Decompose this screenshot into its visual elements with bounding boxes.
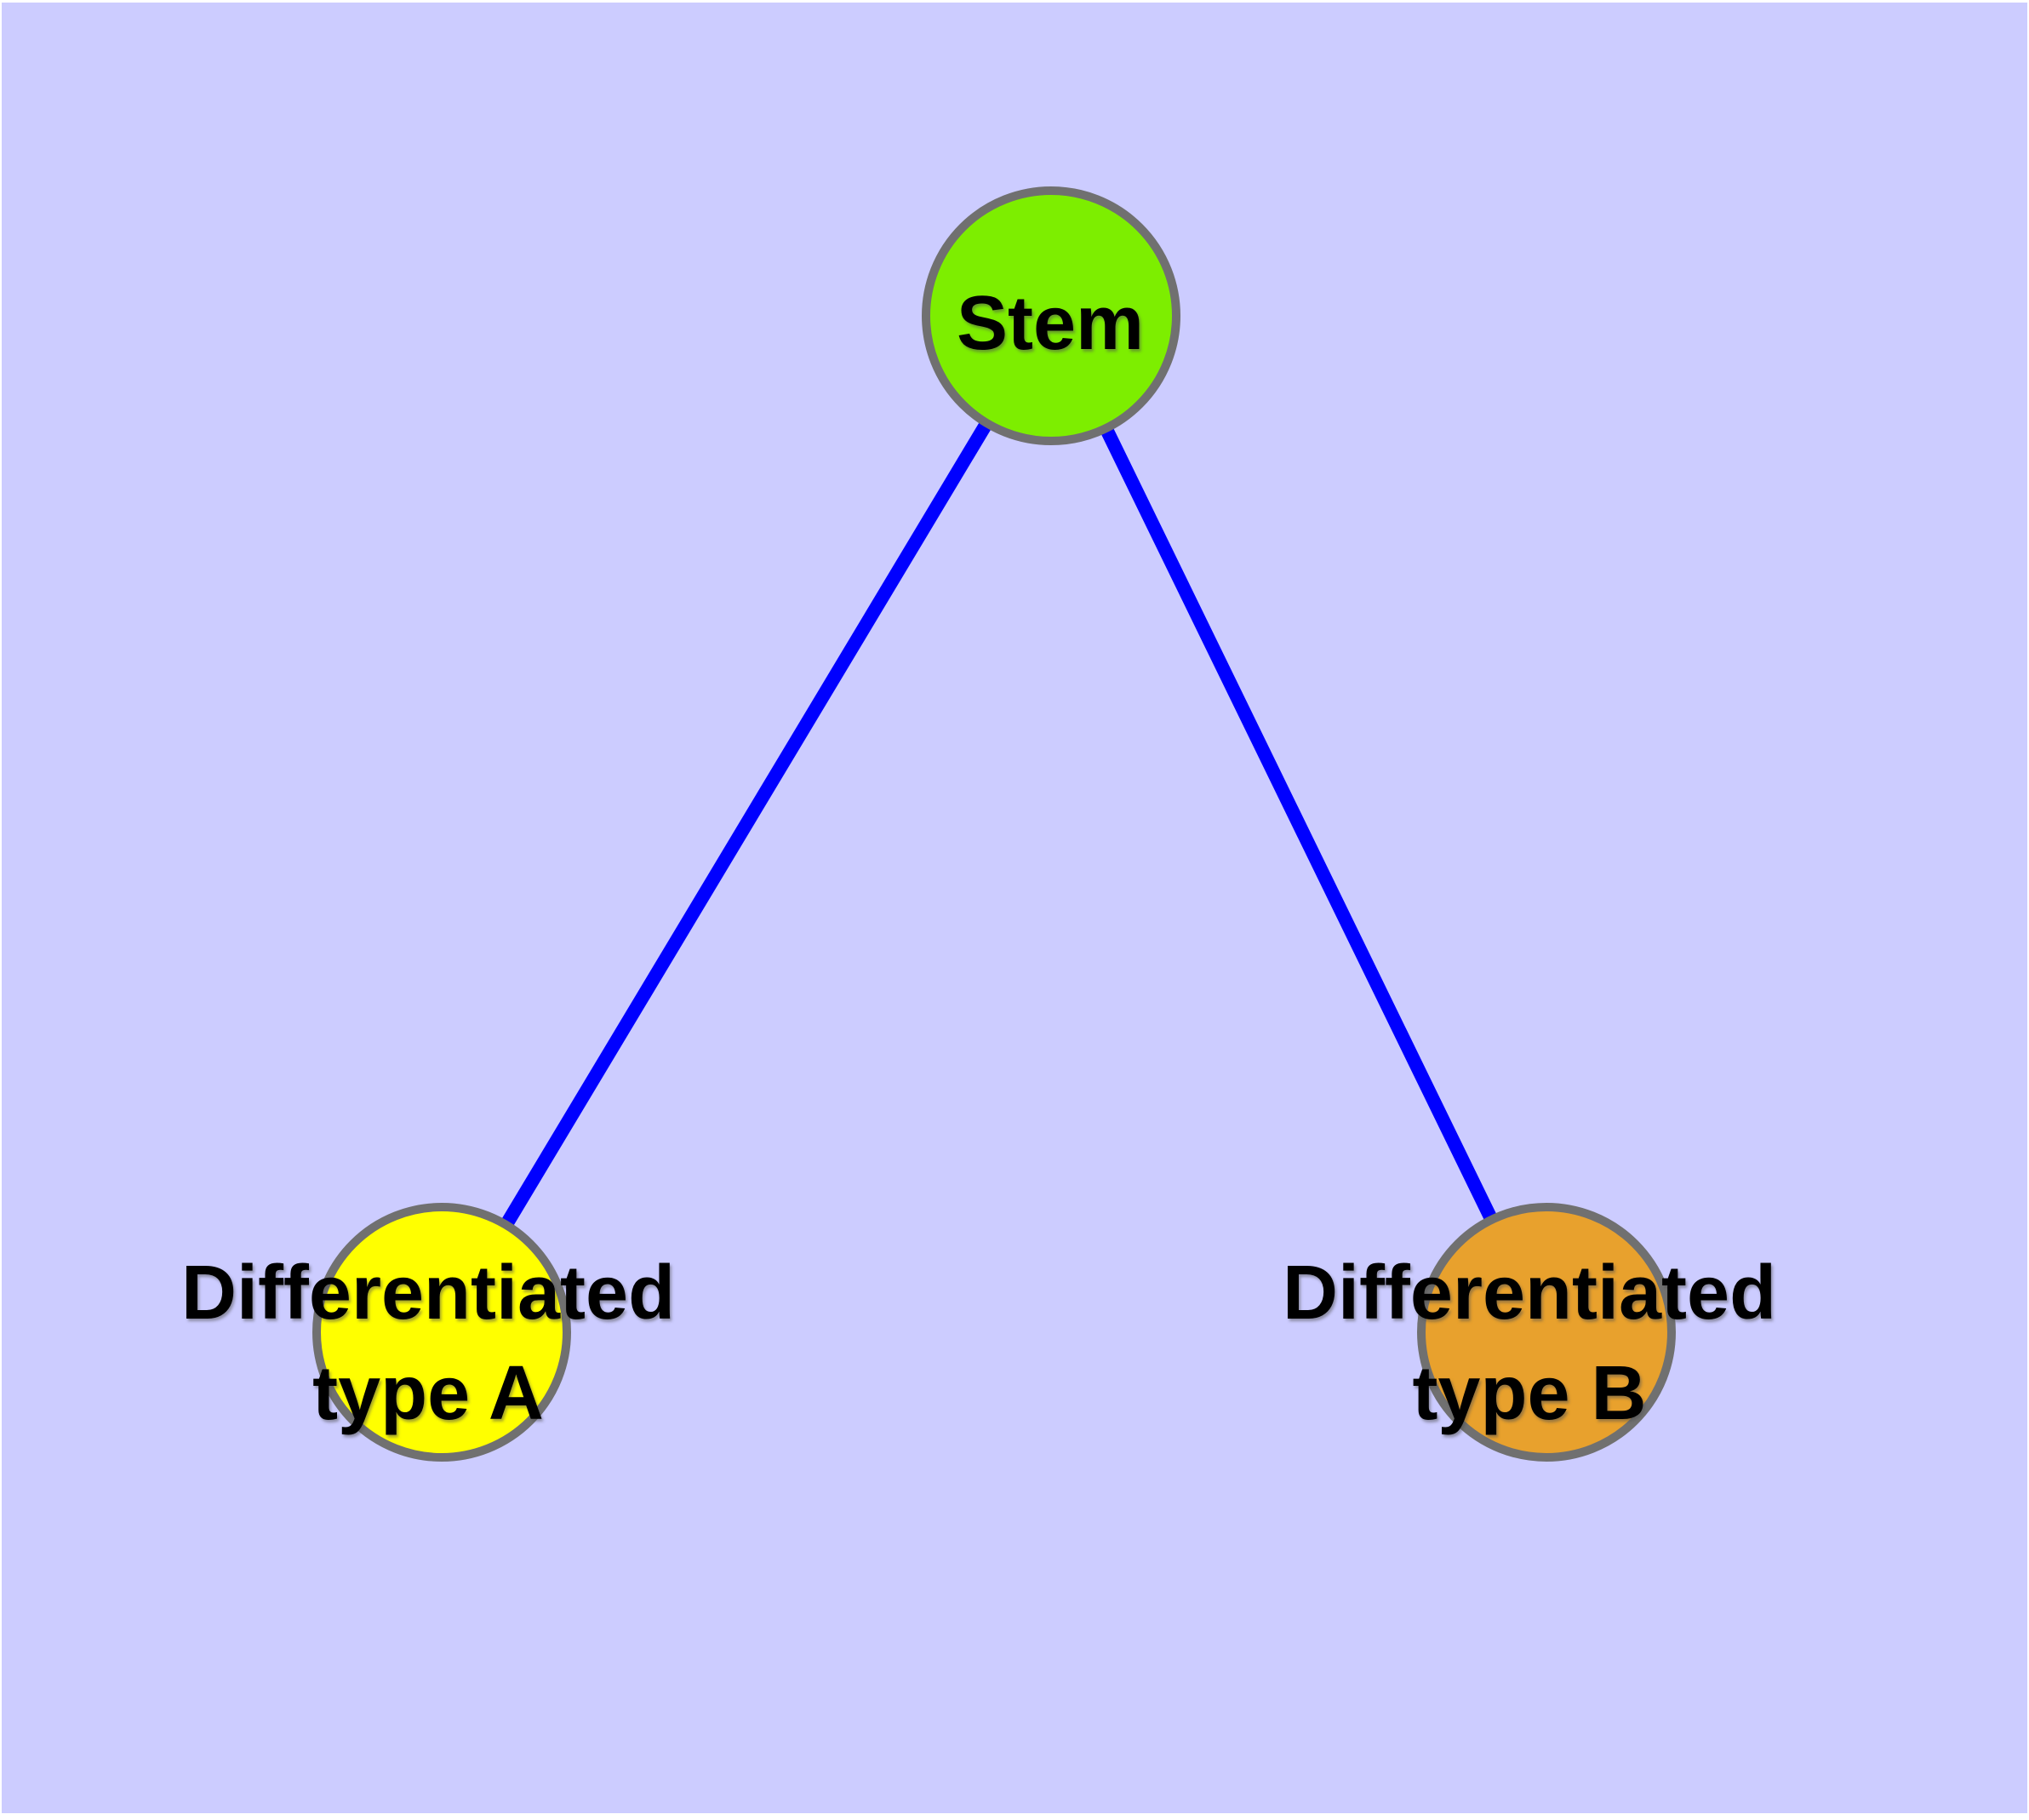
node-stem-label-line: Stem: [956, 281, 1145, 366]
node-differentiated-type-a: [312, 1203, 571, 1462]
node-differentiated-type-b: [1417, 1203, 1676, 1462]
node-type-b-label-line-2: type B: [1412, 1351, 1647, 1436]
node-type-a-label: Differentiated type A: [181, 1243, 675, 1444]
node-type-b-label: Differentiated type B: [1283, 1243, 1776, 1444]
node-stem-label: Stem: [957, 273, 1144, 374]
edge-stem-to-type-b: [1044, 312, 1553, 1336]
node-stem: [922, 186, 1180, 445]
node-type-a-label-line-2: type A: [312, 1351, 544, 1436]
node-type-a-label-line-1: Differentiated: [180, 1251, 676, 1336]
node-type-b-label-line-1: Differentiated: [1282, 1251, 1777, 1336]
edge-stem-to-type-a: [436, 312, 1057, 1336]
